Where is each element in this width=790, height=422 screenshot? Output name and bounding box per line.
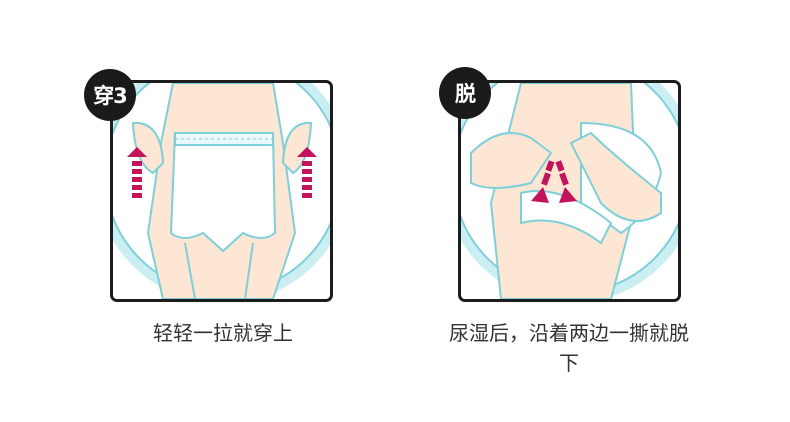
- wear-caption: 轻轻一拉就穿上: [153, 321, 293, 345]
- remove-caption-line1: 尿湿后，沿着两边一撕就脱: [449, 321, 689, 345]
- remove-diaper-illustration: [461, 83, 678, 299]
- remove-illustration-panel: [458, 80, 681, 302]
- wear-illustration-panel: [110, 80, 333, 302]
- wear-diaper-illustration: [113, 83, 330, 299]
- step-badge: 穿3: [84, 69, 136, 121]
- step-badge-remove: 脱: [439, 67, 491, 119]
- remove-caption: 尿湿后，沿着两边一撕就脱 下: [420, 318, 718, 378]
- remove-caption-line2: 下: [559, 351, 579, 375]
